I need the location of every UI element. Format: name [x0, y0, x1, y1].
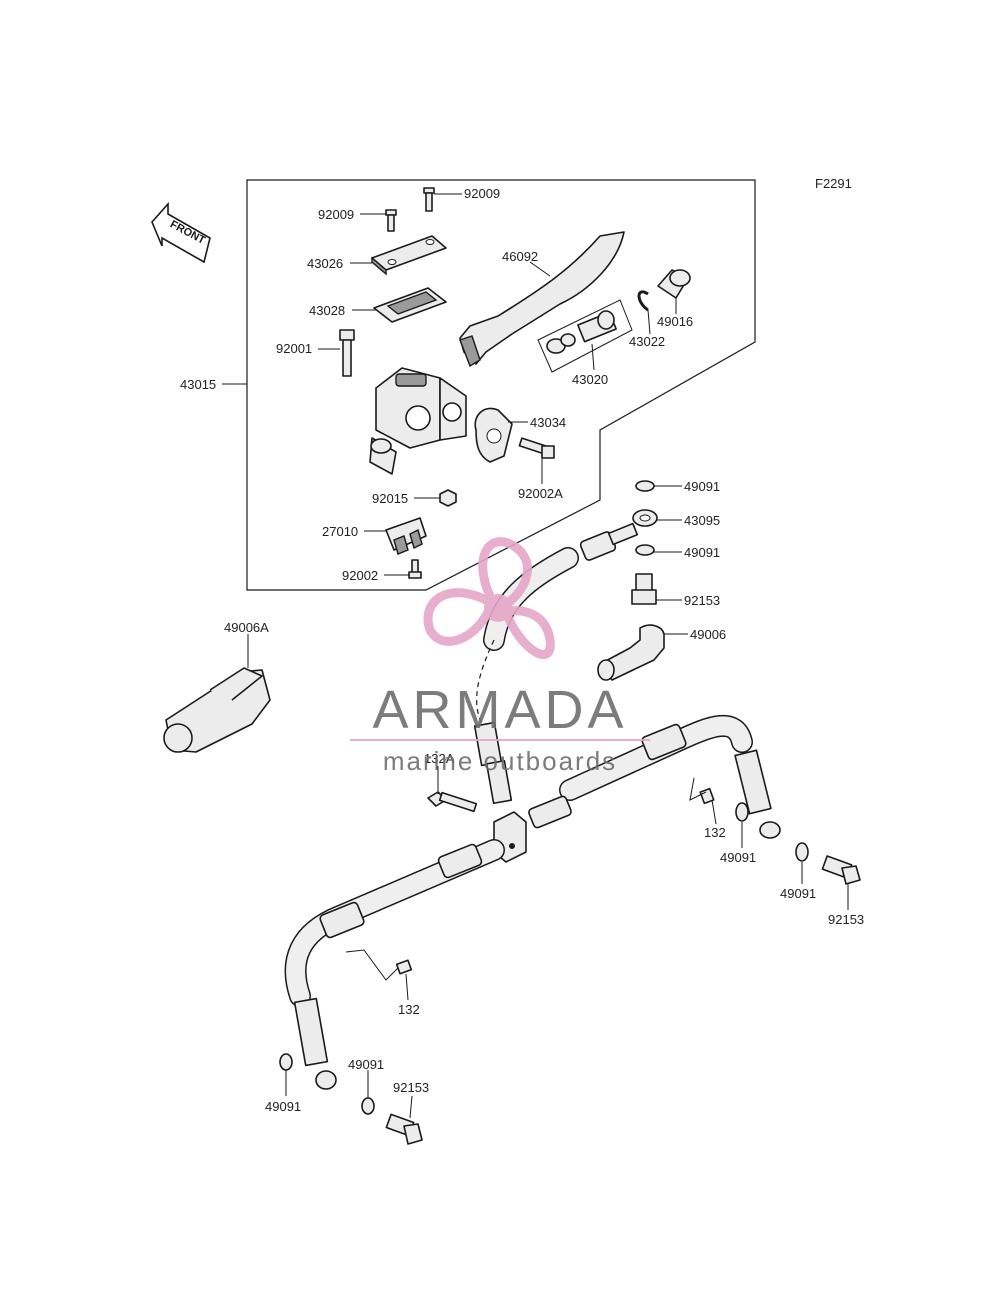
label-43020: 43020 [572, 372, 608, 387]
part-49006-cover [597, 624, 665, 681]
label-92153-c: 92153 [393, 1080, 429, 1095]
part-49091-washer-c [735, 802, 749, 822]
part-132-bolt-bottom [395, 959, 413, 975]
part-left-brake-hose [284, 839, 505, 1090]
label-132-bottom: 132 [398, 1002, 420, 1017]
part-43095-banjo-fitting [632, 509, 658, 527]
part-43028-diaphragm [373, 287, 447, 323]
part-master-cylinder-body [369, 367, 467, 475]
label-43022: 43022 [629, 334, 665, 349]
hose-routing-line [476, 639, 495, 725]
label-49091-b: 49091 [684, 545, 720, 560]
label-132-right: 132 [704, 825, 726, 840]
part-center-hose-vertical [473, 721, 513, 805]
part-92009-screw-top [423, 187, 435, 212]
part-43020-piston-kit [537, 299, 633, 373]
part-49091-washer-b [635, 544, 655, 556]
label-43034: 43034 [530, 415, 566, 430]
label-49091-e: 49091 [265, 1099, 301, 1114]
label-49091-d: 49091 [780, 886, 816, 901]
part-46092-brake-lever [459, 231, 625, 368]
part-92002A-bolt [518, 437, 555, 459]
label-92153-a: 92153 [684, 593, 720, 608]
label-92153-b: 92153 [828, 912, 864, 927]
part-27010-brake-switch [385, 517, 427, 555]
label-132A: 132A [424, 751, 455, 766]
part-49091-washer-a [635, 480, 655, 492]
label-49016: 49016 [657, 314, 693, 329]
part-92153-banjo-bolt-a [631, 573, 657, 605]
part-92015-nut [439, 489, 457, 507]
part-92009-screw-left [385, 209, 397, 232]
part-92001-bolt [339, 329, 355, 377]
label-43095: 43095 [684, 513, 720, 528]
label-92009-left: 92009 [318, 207, 354, 222]
part-43022-circlip [637, 290, 649, 312]
part-43026-reservoir-cap [371, 235, 447, 276]
label-92001: 92001 [276, 341, 312, 356]
label-46092: 46092 [502, 249, 538, 264]
part-132A-bolt [427, 791, 478, 813]
leader-lines [222, 193, 849, 1119]
part-right-brake-hose [528, 715, 781, 839]
assembly-43015-frame [246, 179, 756, 591]
label-43015: 43015 [180, 377, 216, 392]
watermark-brand: ARMADA [372, 680, 627, 740]
part-49091-washer-f [361, 1097, 375, 1115]
part-49016-dust-boot [657, 269, 691, 299]
part-92002-screw [408, 559, 422, 579]
part-labels: 92009 92009 43026 46092 43028 92001 4301… [180, 186, 864, 1114]
propeller-logo-icon [423, 537, 555, 659]
label-43026: 43026 [307, 256, 343, 271]
figure-code: F2291 [815, 176, 852, 191]
part-92153-banjo-bolt-c [385, 1113, 423, 1145]
label-49091-c: 49091 [720, 850, 756, 865]
label-92009-top: 92009 [464, 186, 500, 201]
front-arrow-icon: FRONT [151, 201, 211, 264]
part-92153-banjo-bolt-b [821, 855, 861, 885]
label-43028: 43028 [309, 303, 345, 318]
part-43034-holder [474, 407, 513, 463]
watermark-tagline: marine outboards [383, 746, 617, 776]
label-49091-f: 49091 [348, 1057, 384, 1072]
part-49006A-cover [163, 667, 271, 753]
label-92015: 92015 [372, 491, 408, 506]
label-49006: 49006 [690, 627, 726, 642]
label-49091-a: 49091 [684, 479, 720, 494]
part-132-bolt-right [699, 787, 715, 805]
label-92002A: 92002A [518, 486, 563, 501]
label-92002: 92002 [342, 568, 378, 583]
label-27010: 27010 [322, 524, 358, 539]
part-49091-washer-e [279, 1053, 293, 1071]
watermark: ARMADA marine outboards [350, 537, 650, 776]
part-49091-washer-d [795, 842, 809, 862]
label-49006A: 49006A [224, 620, 269, 635]
